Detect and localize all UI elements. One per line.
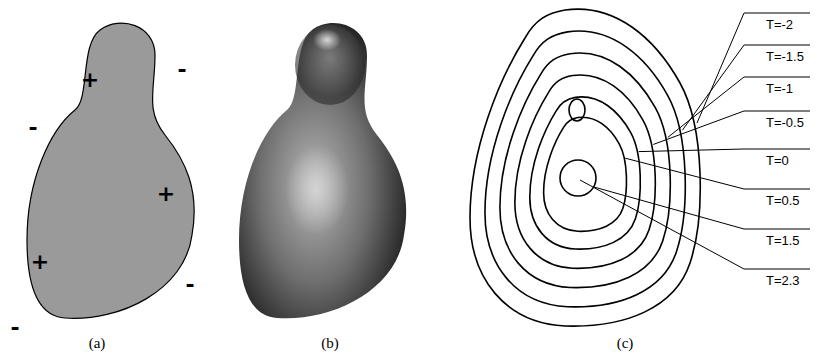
leader-line — [580, 180, 810, 269]
panel-caption: (c) — [617, 336, 634, 351]
sign-mark: + — [31, 251, 49, 273]
shaded-surface — [239, 23, 406, 318]
contour-value: T=-1 — [766, 82, 793, 95]
leader-line — [668, 77, 810, 137]
contour-loop — [569, 99, 585, 121]
panel-caption: (b) — [321, 336, 339, 351]
sign-mark: - — [10, 317, 19, 339]
contour-lines — [470, 9, 700, 326]
contour-ring — [530, 97, 641, 249]
contour-ring — [470, 9, 700, 326]
sign-mark: + — [81, 69, 99, 91]
leader-line — [639, 149, 810, 152]
panel-caption: (a) — [89, 336, 106, 351]
sign-mark: - — [28, 117, 37, 139]
sign-region — [27, 23, 194, 318]
leader-line — [697, 13, 810, 123]
contour-ring — [485, 31, 685, 307]
contour-value: T=-1.5 — [766, 50, 804, 63]
sign-mark: + — [157, 183, 175, 205]
contour-value: T=-2 — [766, 18, 793, 31]
sign-mark: - — [177, 59, 186, 81]
leader-line — [682, 45, 810, 130]
contour-loop — [560, 160, 596, 196]
contour-value: T=1.5 — [766, 234, 800, 247]
contour-value: T=2.3 — [766, 274, 800, 287]
leader-line — [594, 187, 810, 229]
contour-value: T=0.5 — [766, 194, 800, 207]
contour-ring — [544, 117, 627, 231]
contour-ring — [515, 75, 655, 268]
sign-mark: - — [185, 274, 194, 296]
contour-value: T=-0.5 — [766, 116, 804, 129]
contour-value: T=0 — [766, 154, 789, 167]
contour-ring — [500, 53, 670, 288]
leader-lines — [580, 13, 810, 269]
leader-line — [653, 111, 810, 144]
